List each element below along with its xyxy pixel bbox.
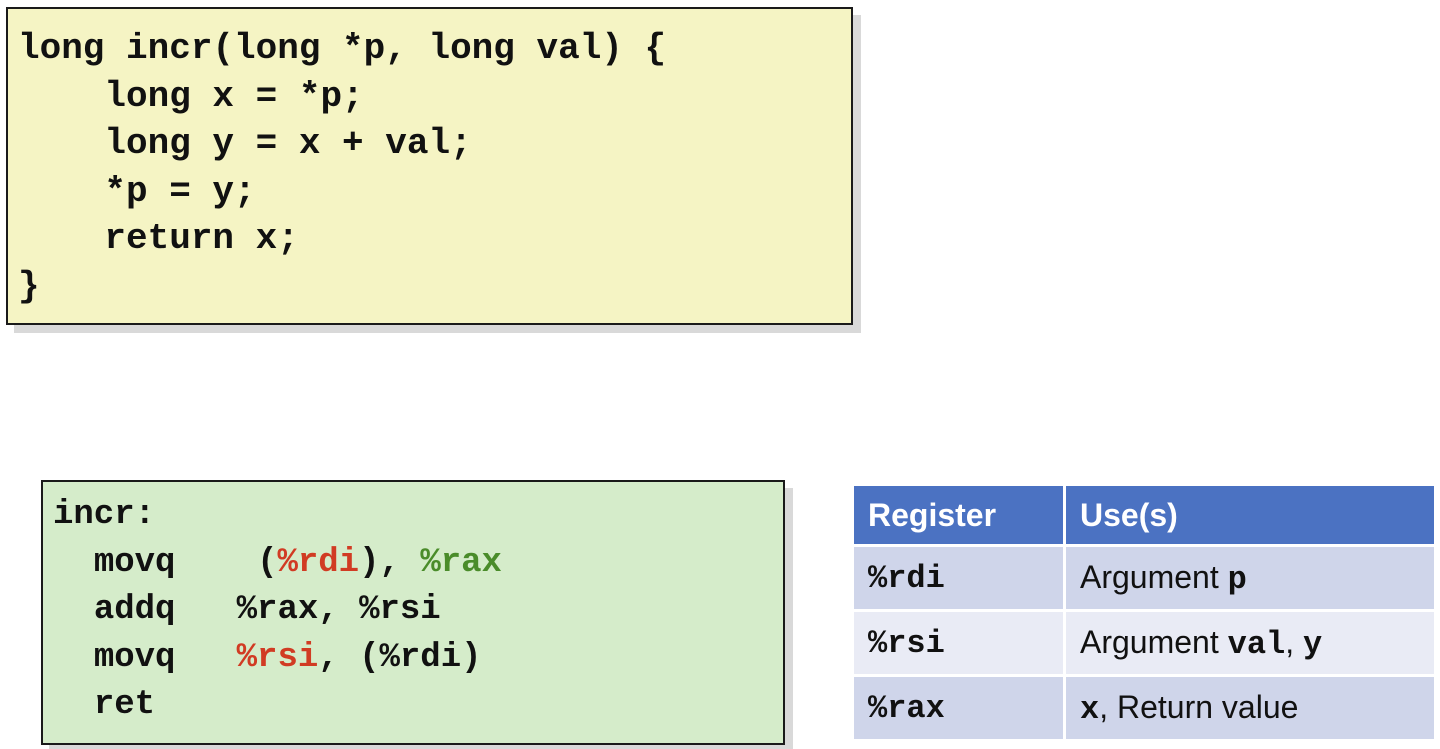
asm-src-register: %rsi (236, 638, 319, 677)
c-code-line: *p = y; (18, 170, 256, 212)
asm-dst-register: %rax (420, 543, 502, 582)
use-text: , Return value (1099, 688, 1299, 725)
asm-opcode: movq (93, 638, 176, 677)
asm-src-close-paren: ) (359, 543, 380, 582)
c-code-line: long x = *p; (18, 75, 364, 117)
c-code-line: long y = x + val; (18, 123, 472, 164)
use-text: Argument (1080, 558, 1228, 595)
use-code: val (1227, 625, 1286, 663)
register-cell: %rsi (854, 612, 1063, 674)
register-cell: %rdi (854, 547, 1063, 609)
use-cell: x, Return value (1066, 677, 1434, 739)
assembly-code-box: incr: movq (%rdi), %rax addq %rax, %rsi … (41, 480, 785, 745)
asm-label: incr: (53, 496, 156, 534)
use-code: p (1227, 560, 1247, 598)
asm-dst-memory: (%rdi) (359, 638, 482, 677)
asm-line-movq-load: movq (%rdi), %rax (53, 540, 783, 588)
use-cell: Argument val, y (1066, 612, 1434, 674)
c-code-line: } (18, 265, 40, 307)
table-row: %rsi Argument val, y (854, 612, 1434, 674)
asm-opcode: addq (93, 591, 176, 629)
asm-separator: , (379, 543, 421, 582)
use-code: y (1303, 625, 1323, 663)
asm-opcode: ret (93, 686, 156, 724)
table-header-row: Register Use(s) (854, 486, 1434, 544)
table-row: %rdi Argument p (854, 547, 1434, 609)
asm-line-movq-store: movq %rsi, (%rdi) (53, 635, 783, 683)
c-code-line: long incr(long *p, long val) { (18, 28, 667, 69)
asm-operands: %rax, %rsi (236, 591, 441, 629)
c-code-line: return x; (18, 218, 299, 259)
register-usage-table: Register Use(s) %rdi Argument p %rsi Arg… (851, 483, 1437, 742)
asm-opcode: movq (93, 543, 176, 582)
use-text: Argument (1080, 623, 1228, 660)
use-code: x (1080, 690, 1100, 728)
use-cell: Argument p (1066, 547, 1434, 609)
c-source-code-box: long incr(long *p, long val) { long x = … (6, 7, 853, 325)
asm-line-addq: addq %rax, %rsi (53, 587, 783, 635)
register-cell: %rax (854, 677, 1063, 739)
table-row: %rax x, Return value (854, 677, 1434, 739)
asm-src-open-paren: ( (257, 543, 278, 582)
header-register: Register (854, 486, 1063, 544)
asm-separator: , (318, 638, 360, 677)
asm-line-ret: ret (53, 682, 783, 730)
asm-src-register: %rdi (277, 543, 360, 582)
use-separator: , (1285, 623, 1304, 660)
header-uses: Use(s) (1066, 486, 1434, 544)
